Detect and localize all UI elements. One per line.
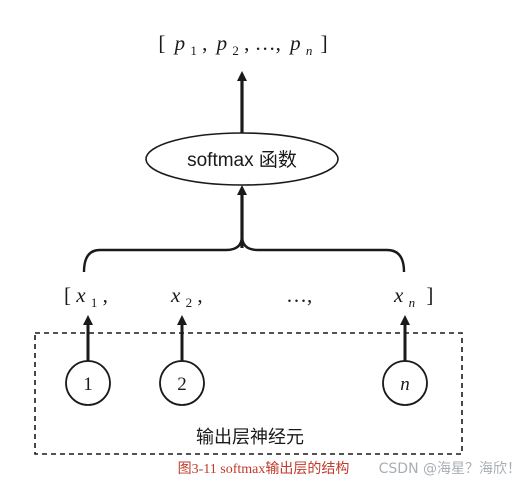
input-xn-suffix: ] <box>426 283 433 307</box>
output-item-p2-sub: 2 <box>232 43 239 58</box>
input-xn-sub: n <box>409 295 416 310</box>
output-layer-box <box>34 332 463 455</box>
input-x2-var: x <box>170 283 181 307</box>
watermark: CSDN @海星？海欣！ <box>378 461 521 477</box>
input-x1: [ x 1 , <box>64 283 108 312</box>
input-x2-suffix: , <box>197 283 202 307</box>
input-x1-var: x <box>75 283 86 307</box>
output-close-bracket: ] <box>321 31 328 55</box>
output-vector: [ p 1 , p 2 , …, p n ] <box>158 31 327 60</box>
input-x1-sub: 1 <box>91 295 98 310</box>
input-x1-prefix: [ <box>64 283 71 307</box>
input-x2-sub: 2 <box>186 295 193 310</box>
output-item-pn: p <box>288 31 301 55</box>
input-x1-suffix: , <box>103 283 108 307</box>
neuron-2-label: 2 <box>177 374 187 395</box>
collect-bracket <box>82 235 406 273</box>
input-xn-var: x <box>393 283 404 307</box>
input-x2: x 2 , <box>170 283 203 312</box>
output-item-p1-sep: , <box>202 31 207 55</box>
output-item-p1-sub: 1 <box>190 43 197 58</box>
output-item-p2-sep: , …, <box>244 31 281 55</box>
output-item-pn-sub: n <box>306 43 313 58</box>
input-ellipsis: …, <box>286 283 312 307</box>
input-xn: x n ] <box>393 283 433 312</box>
output-item-p1: p <box>173 31 186 55</box>
softmax-label: softmax 函数 <box>187 149 297 171</box>
output-layer-label: 输出层神经元 <box>196 427 304 447</box>
output-item-p2: p <box>215 31 228 55</box>
neuron-n-label: n <box>400 374 410 395</box>
output-open-bracket: [ <box>158 31 165 55</box>
figure-caption: 图3-11 softmax输出层的结构 <box>177 462 350 477</box>
neuron-1-label: 1 <box>83 374 93 395</box>
